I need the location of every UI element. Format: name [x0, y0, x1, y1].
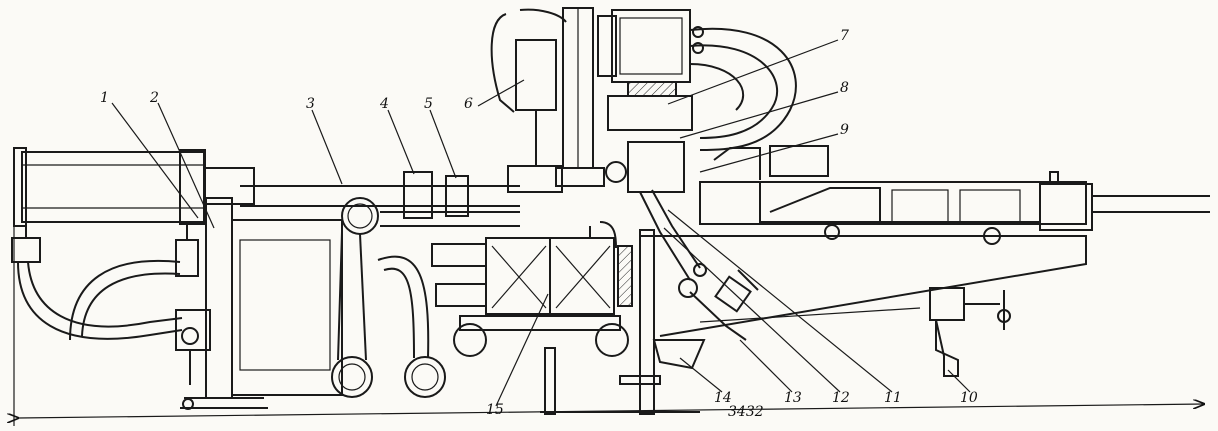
dimension-line: 3432	[14, 212, 1204, 426]
callout-12: 12	[832, 390, 850, 406]
callout-13: 13	[784, 390, 802, 406]
left-fitting	[175, 309, 211, 385]
left-valve-upper	[11, 226, 41, 263]
callout-2: 2	[149, 90, 159, 106]
callout-11: 11	[884, 390, 902, 406]
pipe-loops	[331, 197, 446, 398]
guide-tube	[240, 171, 520, 227]
callout-14: 14	[714, 390, 732, 406]
left-cylinder	[13, 147, 255, 227]
electrode-assembly	[507, 141, 707, 298]
callout-6: 6	[464, 96, 473, 112]
callout-1: 1	[100, 90, 109, 106]
upper-motor	[490, 8, 567, 165]
callout-8: 8	[840, 80, 849, 96]
callout-15: 15	[486, 402, 504, 418]
dimension-label: 3432	[728, 404, 764, 420]
transformer-block	[431, 221, 629, 357]
callout-9: 9	[840, 122, 849, 138]
upper-column	[562, 7, 617, 169]
nozzle-14	[652, 339, 706, 370]
support-10	[929, 287, 1011, 377]
main-frame	[180, 197, 343, 410]
callout-3: 3	[306, 96, 315, 112]
callout-4: 4	[379, 96, 389, 112]
left-hoses	[17, 259, 183, 341]
upper-hoses	[689, 26, 797, 151]
right-base	[640, 224, 1087, 337]
callout-7: 7	[840, 28, 849, 44]
callout-5: 5	[424, 96, 433, 112]
left-valve-lower	[175, 224, 199, 277]
callout-10: 10	[960, 390, 978, 406]
callout-labels: 1 2 3 4 5 6 7 8 9 10 11 12 13 14 15	[100, 28, 978, 418]
upper-cylinder	[607, 9, 693, 131]
right-carriage	[699, 145, 1210, 231]
leader-lines	[111, 39, 971, 407]
